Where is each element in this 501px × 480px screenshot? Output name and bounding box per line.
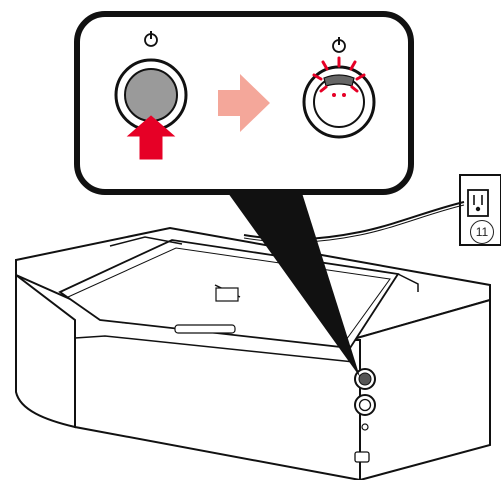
press-arrow-icon	[126, 115, 176, 160]
spark-marks	[332, 93, 346, 97]
outlet-label: 11	[470, 220, 494, 244]
printer-body	[15, 226, 491, 480]
printer-buttons	[354, 368, 376, 463]
power-icon	[144, 31, 158, 47]
power-button-before	[114, 58, 188, 132]
callout-pointer	[228, 193, 360, 377]
transition-arrow-icon	[218, 74, 270, 132]
flash-lines-icon	[312, 56, 366, 93]
power-icon	[332, 37, 346, 53]
power-button-after	[302, 65, 376, 139]
